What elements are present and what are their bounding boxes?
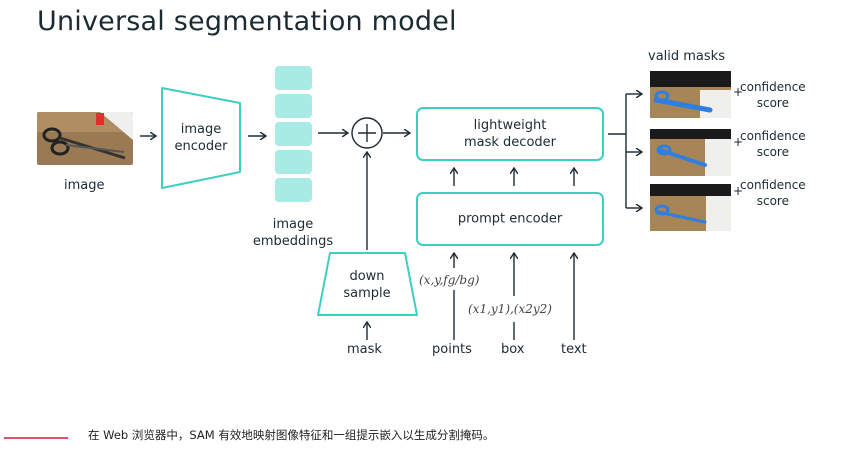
output-mask-2 [650, 129, 731, 176]
figure-caption: 在 Web 浏览器中，SAM 有效地映射图像特征和一组提示嵌入以生成分割掩码。 [88, 428, 495, 442]
prompt-encoder-label: prompt encoder [457, 211, 563, 227]
down-sample-block [317, 252, 418, 316]
down-sample-label: down sample [343, 269, 391, 301]
image-encoder-label: image encoder [174, 122, 228, 154]
image-embeddings-label: image embeddings [252, 217, 334, 249]
mask-decoder-label: lightweight mask decoder [463, 118, 557, 150]
box-formula: (x1,y1),(x2y2) [468, 302, 552, 316]
valid-masks-label: valid masks [648, 49, 725, 64]
add-operator [351, 117, 383, 149]
confidence-score-2: confidence score [740, 129, 806, 159]
mask-label: mask [347, 342, 382, 357]
page-title: Universal segmentation model [37, 6, 457, 37]
plus-sign-2: + [733, 135, 744, 149]
embeddings-stack [275, 66, 312, 202]
output-mask-3 [650, 184, 731, 231]
input-image [37, 112, 133, 165]
points-formula: (x,y,fg/bg) [419, 273, 480, 287]
plus-sign-1: + [733, 85, 744, 99]
points-label: points [432, 342, 472, 357]
output-mask-1 [650, 71, 731, 118]
confidence-score-1: confidence score [740, 80, 806, 110]
mask-decoder-block [416, 107, 604, 161]
confidence-score-3: confidence score [740, 178, 806, 208]
input-image-label: image [64, 178, 105, 193]
caption-rule [4, 437, 68, 439]
plus-sign-3: + [733, 184, 744, 198]
text-label: text [561, 342, 587, 357]
image-encoder-block [161, 87, 241, 189]
prompt-encoder-block [416, 192, 604, 246]
box-label: box [501, 342, 525, 357]
